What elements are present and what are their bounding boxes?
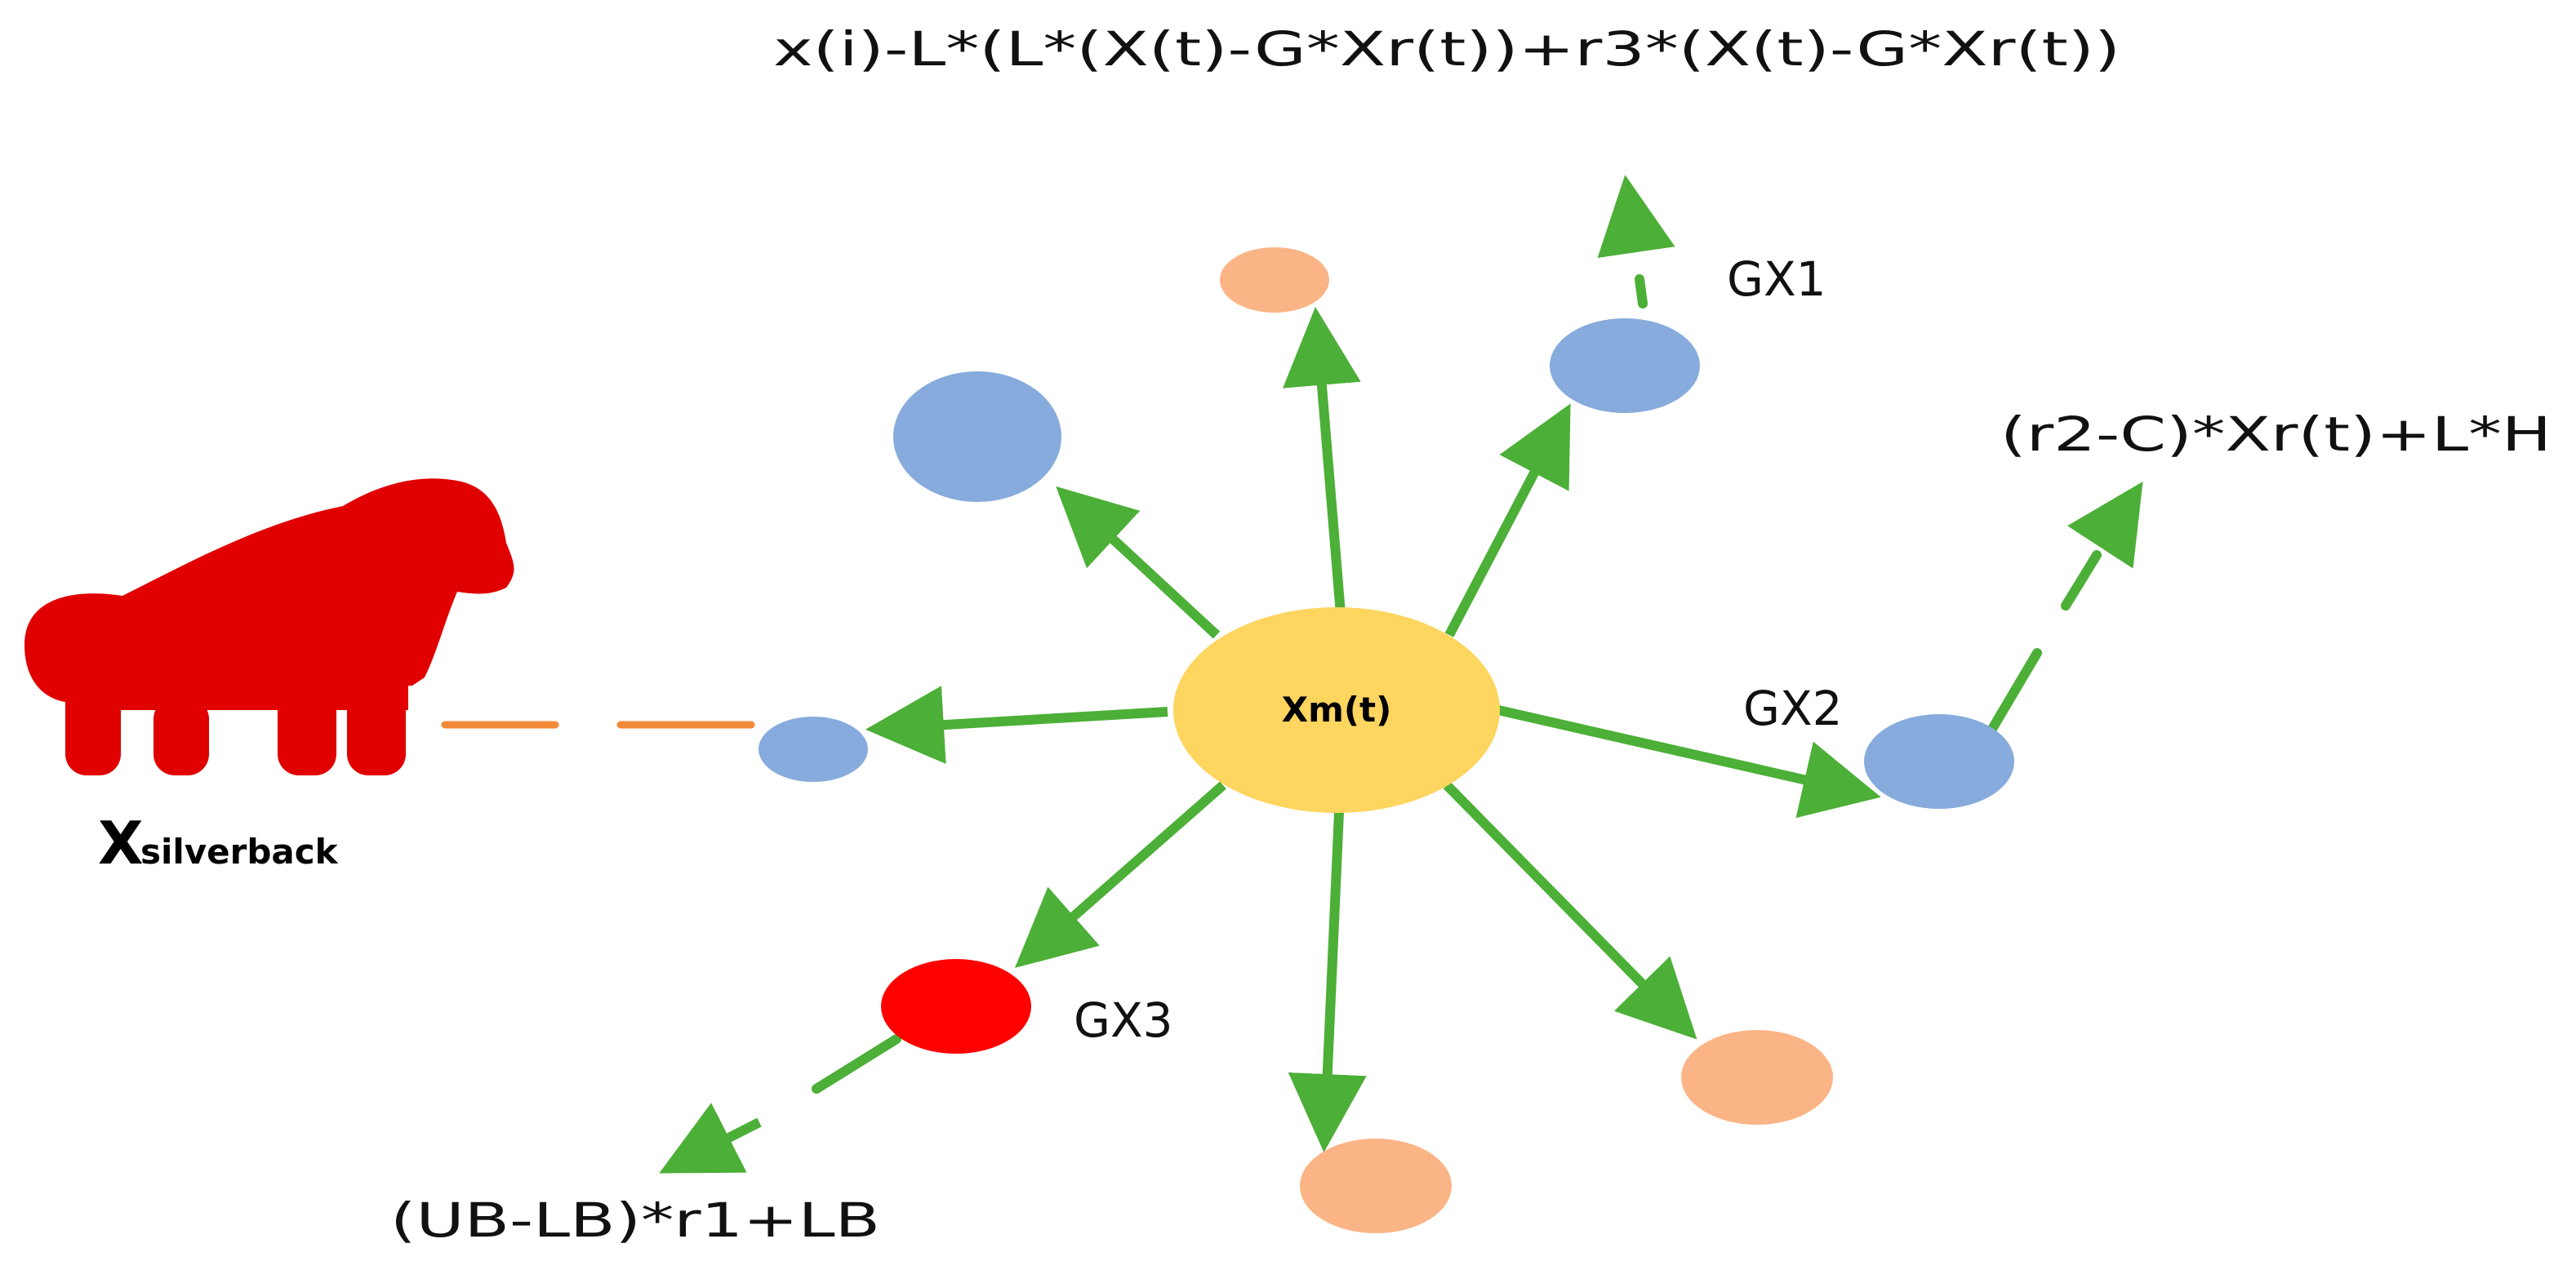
center-label: Xm(t) (1282, 690, 1392, 730)
silverback-label-sub: silverback (140, 832, 339, 872)
center-node (1173, 607, 1500, 813)
silverback-label-main: X (98, 809, 144, 877)
agent-blue-large (893, 371, 1061, 502)
gx1-label: GX1 (1727, 251, 1826, 307)
arrow-upper-left (1056, 486, 1221, 639)
agent-gx1 (1550, 318, 1700, 413)
gx2-label: GX2 (1743, 681, 1843, 736)
agent-orange-top (1220, 247, 1329, 313)
arrow-lower-right (1443, 781, 1697, 1040)
agent-gx2 (1864, 714, 2014, 809)
arrow-down (1288, 811, 1367, 1152)
agent-orange-bottom-right (1681, 1030, 1833, 1125)
agent-blue-small (759, 717, 868, 782)
gx3-label: GX3 (1074, 992, 1173, 1048)
gx2-formula: (r2-C)*Xr(t)+L*H (2000, 406, 2552, 462)
arrows (865, 307, 1881, 1152)
arrow-gx2 (1497, 705, 1881, 819)
gx3-formula: (UB-LB)*r1+LB (390, 1192, 880, 1248)
arrow-gx1 (1444, 403, 1571, 637)
arrow-gx3 (1014, 781, 1226, 968)
agent-gx3 (881, 959, 1031, 1054)
dashed-arrows (659, 175, 2143, 1174)
gorilla-icon (24, 478, 514, 784)
agent-orange-bottom (1300, 1139, 1452, 1233)
gx1-formula: x(i)-L*(L*(X(t)-G*Xr(t))+r3*(X(t)-G*Xr(t… (773, 21, 2120, 77)
arrow-up (1283, 307, 1361, 615)
arrow-left (865, 686, 1168, 764)
